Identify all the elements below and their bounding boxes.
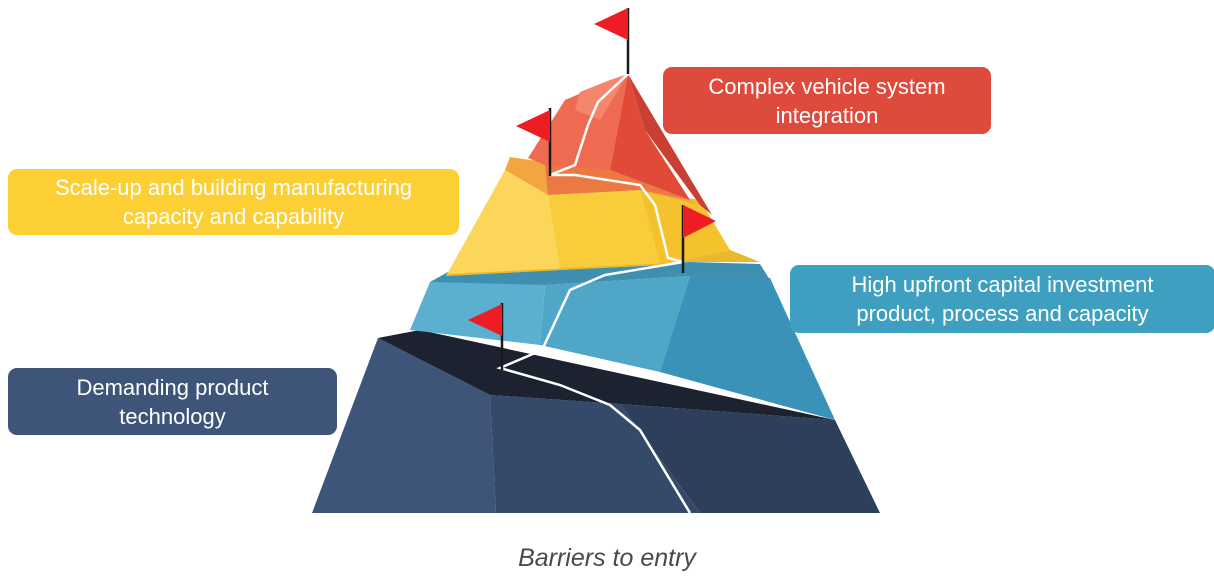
tier-yellow xyxy=(446,157,760,276)
flag-yellow-tier-icon xyxy=(681,205,716,273)
label-line: Scale-up and building manufacturing xyxy=(54,175,413,200)
label-line: Complex vehicle system xyxy=(708,73,946,99)
label-line: product, process and capacity xyxy=(856,301,1149,326)
shadow-band xyxy=(378,330,835,420)
trail-path xyxy=(496,73,692,514)
label-line: capacity and capability xyxy=(122,204,345,229)
tier-teal xyxy=(410,262,835,420)
label-line: integration xyxy=(775,102,879,128)
tier-base xyxy=(312,330,880,513)
diagram-caption: Barriers to entry xyxy=(518,544,696,572)
label-line: High upfront capital investment xyxy=(851,272,1154,297)
label-line: Demanding product xyxy=(76,374,269,400)
label-product-technology: Demanding product technology xyxy=(8,368,337,435)
label-complex-integration: Complex vehicle system integration xyxy=(663,67,991,134)
flag-teal-tier-icon xyxy=(468,303,504,370)
label-capital-investment: High upfront capital investment product,… xyxy=(790,265,1214,333)
label-scale-up: Scale-up and building manufacturing capa… xyxy=(8,169,459,235)
flag-red-tier-icon xyxy=(516,108,552,176)
label-line: technology xyxy=(119,403,226,429)
flag-summit-icon xyxy=(594,8,630,74)
